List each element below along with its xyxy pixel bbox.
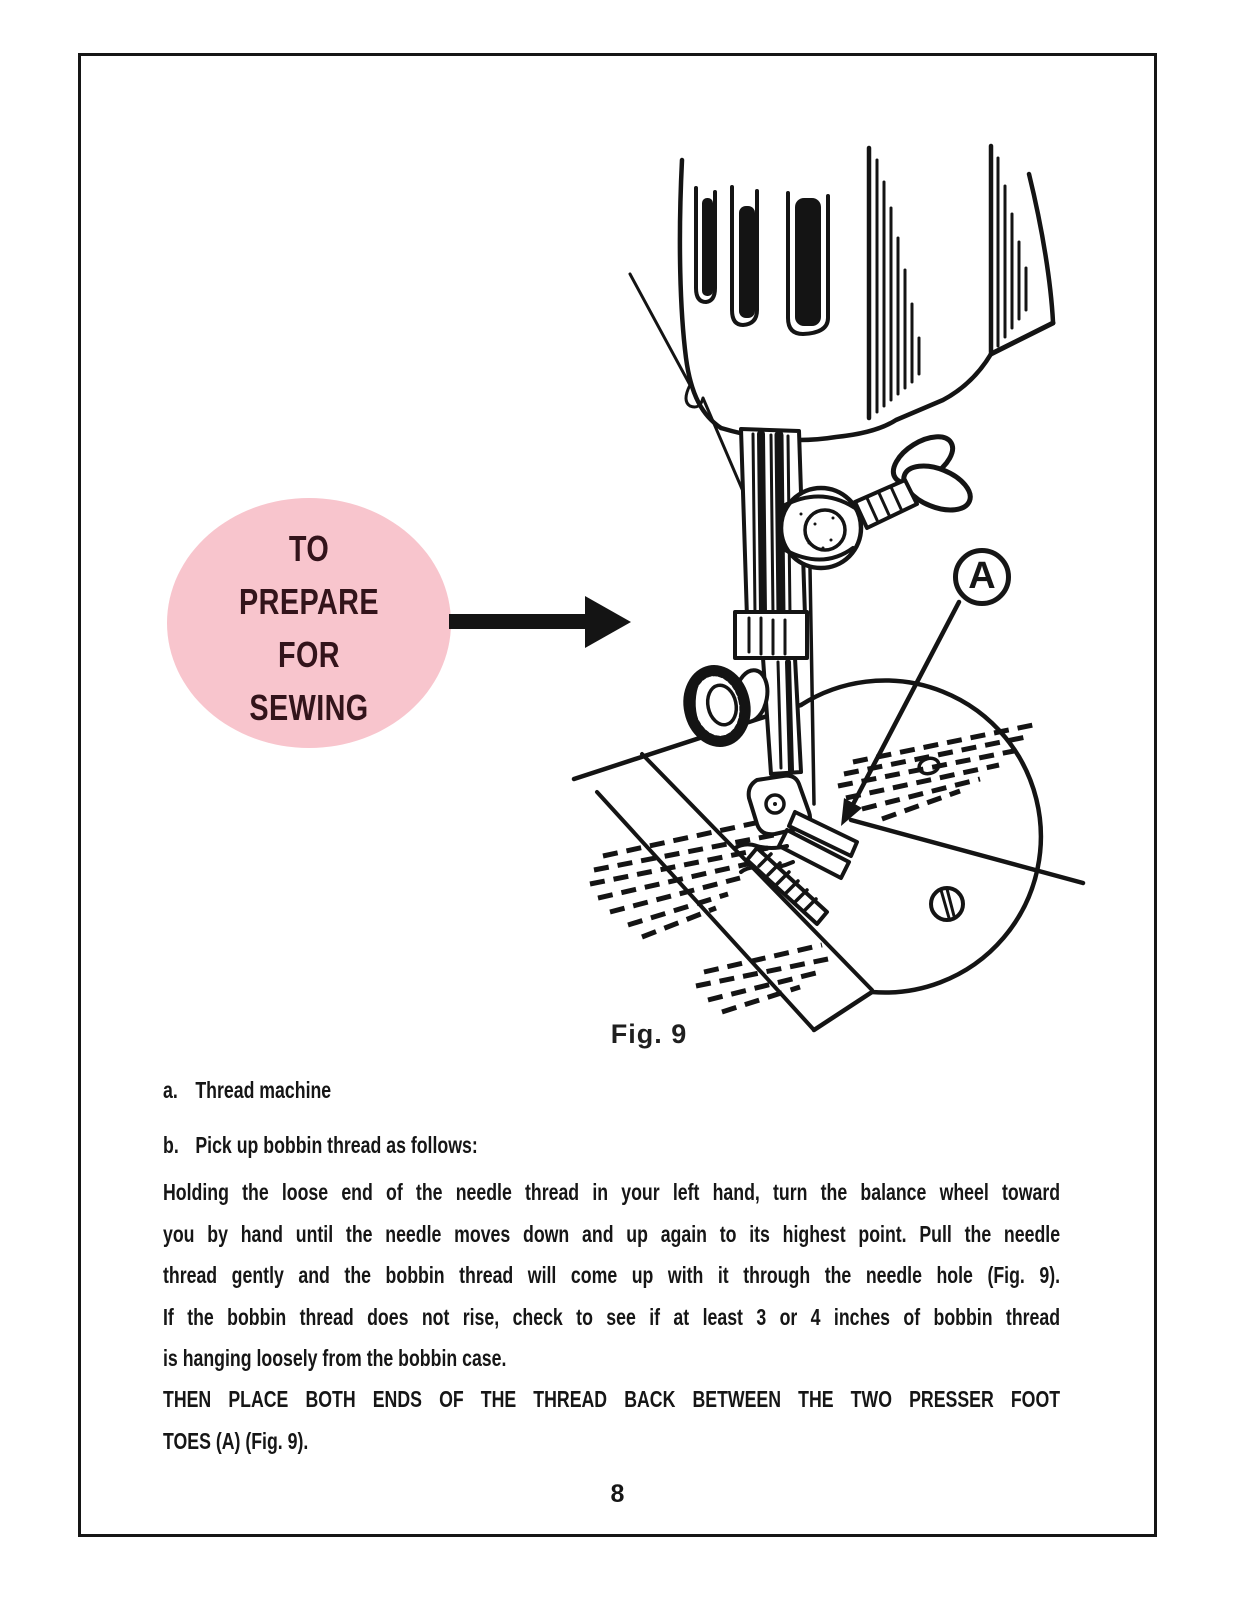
emphasis-paragraph: THEN PLACE BOTH ENDS OF THE THREAD BACK … — [163, 1378, 1236, 1462]
body-line: Holding the loose end of the needle thre… — [163, 1179, 1061, 1205]
callout-a-label: A — [953, 548, 1011, 606]
needle-thread — [628, 272, 789, 548]
badge-line: SEWING — [249, 687, 369, 728]
figure-caption: Fig. 9 — [610, 1019, 688, 1049]
instruction-item-b: b. Pick up bobbin thread as follows: — [163, 1130, 1236, 1160]
emphasis-line: THEN PLACE BOTH ENDS OF THE THREAD BACK … — [163, 1386, 1061, 1412]
manual-page: TO PREPARE FOR SEWING — [78, 53, 1157, 1537]
needle-plate — [571, 678, 1086, 1033]
body-line: thread gently and the bobbin thread will… — [163, 1262, 1061, 1288]
badge-line: FOR — [278, 634, 340, 675]
pointer-arrow-icon — [449, 596, 631, 648]
page-number: 8 — [610, 1480, 625, 1508]
body-line: If the bobbin thread does not rise, chec… — [163, 1303, 1061, 1330]
needle-bar — [733, 427, 809, 776]
presser-knob — [683, 665, 770, 747]
item-marker: a. — [163, 1077, 178, 1103]
machine-head — [677, 143, 1056, 443]
badge-line: TO — [288, 528, 330, 569]
callout-leader-line — [841, 599, 962, 826]
instruction-item-a: a. Thread machine — [163, 1075, 1236, 1105]
needle-clamp-wing-screw — [778, 434, 973, 571]
body-paragraph: Holding the loose end of the needle thre… — [163, 1172, 1236, 1380]
badge-line: PREPARE — [239, 581, 379, 622]
presser-foot — [733, 773, 859, 926]
plate-screws — [917, 756, 965, 922]
body-line: is hanging loosely from the bobbin case. — [163, 1345, 507, 1371]
item-text: Pick up bobbin thread as follows: — [195, 1132, 478, 1158]
feed-dog-marks — [589, 722, 1034, 1015]
prepare-for-sewing-badge: TO PREPARE FOR SEWING — [167, 498, 451, 748]
item-text: Thread machine — [195, 1077, 332, 1103]
body-line: you by hand until the needle moves down … — [163, 1220, 1061, 1247]
emphasis-line: TOES (A) (Fig. 9). — [163, 1428, 309, 1454]
badge-text: TO PREPARE FOR SEWING — [195, 498, 422, 734]
needle — [808, 566, 816, 806]
item-marker: b. — [163, 1132, 179, 1158]
